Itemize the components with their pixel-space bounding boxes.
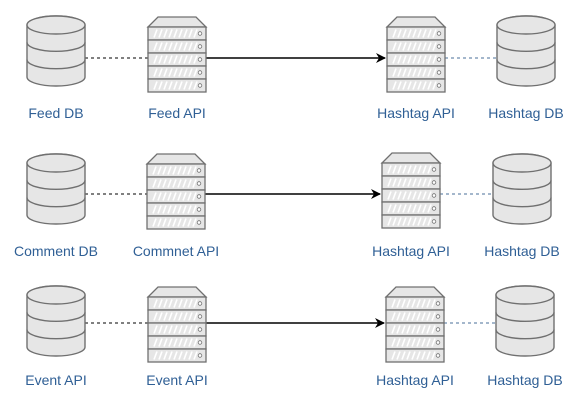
- api-right-label: Hashtag API: [377, 105, 455, 121]
- api-left-label: Event API: [146, 372, 207, 388]
- row-3: Event API Event API Hashtag API Hashtag DB: [25, 285, 563, 388]
- server-icon: [380, 152, 442, 229]
- db-right-label: Hashtag DB: [487, 372, 562, 388]
- database-icon: [26, 153, 86, 225]
- api-right-label: Hashtag API: [376, 372, 454, 388]
- server-icon: [385, 16, 447, 93]
- database-icon: [492, 153, 552, 225]
- database-icon: [496, 15, 556, 87]
- db-left-label: Feed DB: [28, 105, 83, 121]
- api-right-label: Hashtag API: [372, 243, 450, 259]
- database-icon: [26, 285, 86, 357]
- api-left-label: Commnet API: [133, 243, 219, 259]
- server-icon: [146, 16, 208, 93]
- row-2: Comment DB Commnet API Hashtag API Hashtag …: [14, 152, 560, 259]
- server-icon: [145, 153, 207, 230]
- db-right-label: Hashtag DB: [488, 105, 563, 121]
- api-left-label: Feed API: [148, 105, 206, 121]
- server-icon: [146, 286, 208, 363]
- db-right-label: Hashtag DB: [484, 243, 559, 259]
- database-icon: [495, 285, 555, 357]
- row-1: Feed DB Feed API Hashtag API Hashtag DB: [26, 15, 564, 121]
- db-left-label: Event API: [25, 372, 86, 388]
- db-left-label: Comment DB: [14, 243, 98, 259]
- server-icon: [384, 286, 446, 363]
- database-icon: [26, 15, 86, 87]
